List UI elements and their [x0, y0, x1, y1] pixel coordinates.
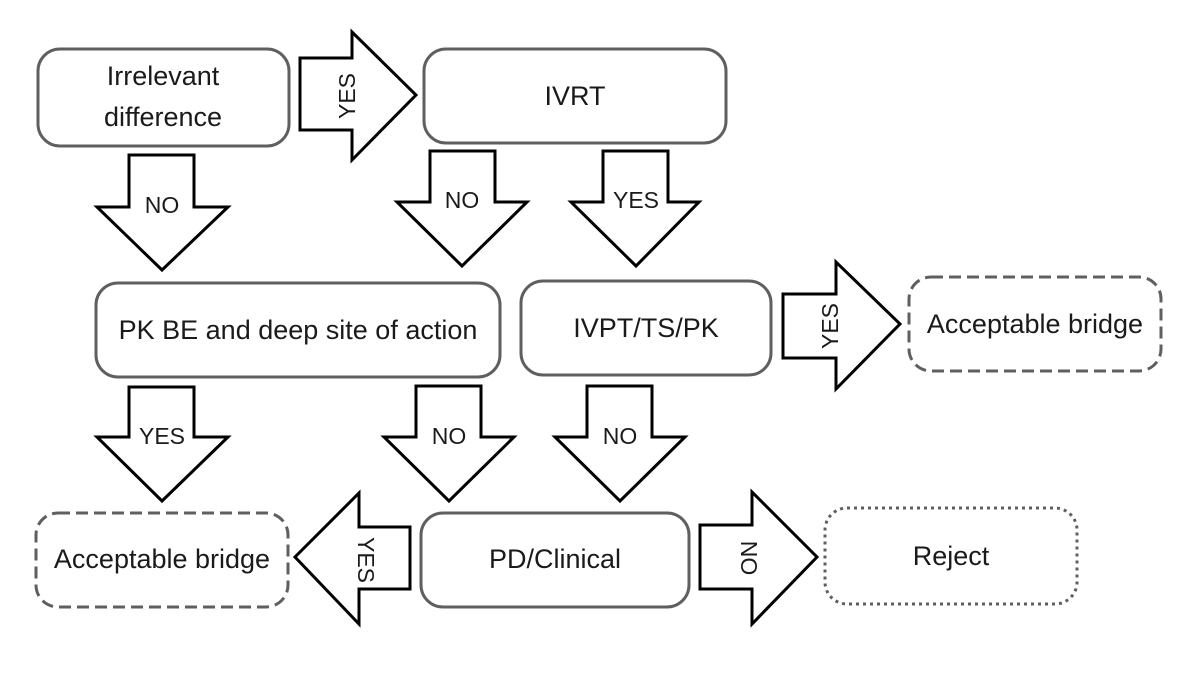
arrow-ivpt-to-bridge-label: YES [817, 303, 843, 349]
arrow-down-shape [380, 384, 518, 504]
arrow-pkbe-to-pd-label: NO [432, 423, 467, 449]
node-irrelevant-difference: Irrelevant difference [36, 47, 291, 148]
node-acceptable-bridge-left-box [34, 511, 290, 609]
arrow-ivrt-to-ivpt-label: YES [613, 187, 659, 213]
node-pk-be-box [94, 281, 502, 379]
arrow-ivrt-to-ivpt: YES [567, 149, 703, 269]
node-acceptable-bridge-left-label: Acceptable bridge [54, 544, 270, 574]
node-ivpt-label: IVPT/TS/PK [573, 313, 719, 343]
arrow-left-shape [292, 489, 412, 628]
node-irrelevant-difference-line1: Irrelevant [107, 61, 220, 91]
arrow-down-shape [93, 385, 232, 504]
arrow-right-shape [781, 258, 903, 393]
arrow-down-shape [567, 149, 703, 269]
arrow-pd-to-reject-label: NO [736, 541, 762, 576]
node-ivrt-box [422, 47, 728, 145]
node-pd-clinical-label: PD/Clinical [489, 544, 621, 574]
arrow-pkbe-to-pd: NO [380, 384, 518, 504]
arrow-irrelevant-to-ivrt: YES [298, 28, 419, 164]
node-irrelevant-difference-box [36, 47, 291, 148]
node-ivpt-box [519, 279, 773, 377]
node-acceptable-bridge-right: Acceptable bridge [907, 275, 1163, 373]
node-acceptable-bridge-right-box [907, 275, 1163, 373]
arrow-ivrt-to-pkbe-label: NO [445, 187, 480, 213]
arrow-ivpt-to-pd-label: NO [603, 423, 638, 449]
node-pk-be-label: PK BE and deep site of action [119, 315, 478, 345]
node-ivpt: IVPT/TS/PK [519, 279, 773, 377]
arrow-pd-to-bridge: YES [292, 489, 412, 628]
arrow-pd-to-reject: NO [698, 488, 820, 628]
arrow-irrelevant-to-ivrt-label: YES [334, 73, 360, 119]
node-reject: Reject [823, 506, 1079, 606]
arrow-down-shape [93, 153, 232, 273]
node-irrelevant-difference-line2: difference [104, 102, 222, 132]
arrow-ivpt-to-pd: NO [551, 384, 689, 504]
node-acceptable-bridge-left: Acceptable bridge [34, 511, 290, 609]
arrow-ivrt-to-pkbe: NO [393, 149, 531, 269]
node-pk-be: PK BE and deep site of action [94, 281, 502, 379]
node-ivrt-label: IVRT [544, 81, 605, 111]
arrow-down-shape [393, 149, 531, 269]
arrow-pkbe-to-bridge: YES [93, 385, 232, 504]
arrow-pd-to-bridge-label: YES [353, 537, 379, 583]
node-ivrt: IVRT [422, 47, 728, 145]
node-reject-label: Reject [913, 541, 990, 571]
arrow-irrelevant-to-pkbe: NO [93, 153, 232, 273]
arrow-right-shape [298, 28, 419, 164]
arrow-ivpt-to-bridge: YES [781, 258, 903, 393]
arrow-right-shape [698, 488, 820, 628]
node-acceptable-bridge-right-label: Acceptable bridge [927, 309, 1143, 339]
node-pd-clinical-box [419, 511, 691, 609]
arrow-pkbe-to-bridge-label: YES [139, 423, 185, 449]
arrow-down-shape [551, 384, 689, 504]
node-reject-box [823, 506, 1079, 606]
arrow-irrelevant-to-pkbe-label: NO [145, 192, 180, 218]
node-pd-clinical: PD/Clinical [419, 511, 691, 609]
